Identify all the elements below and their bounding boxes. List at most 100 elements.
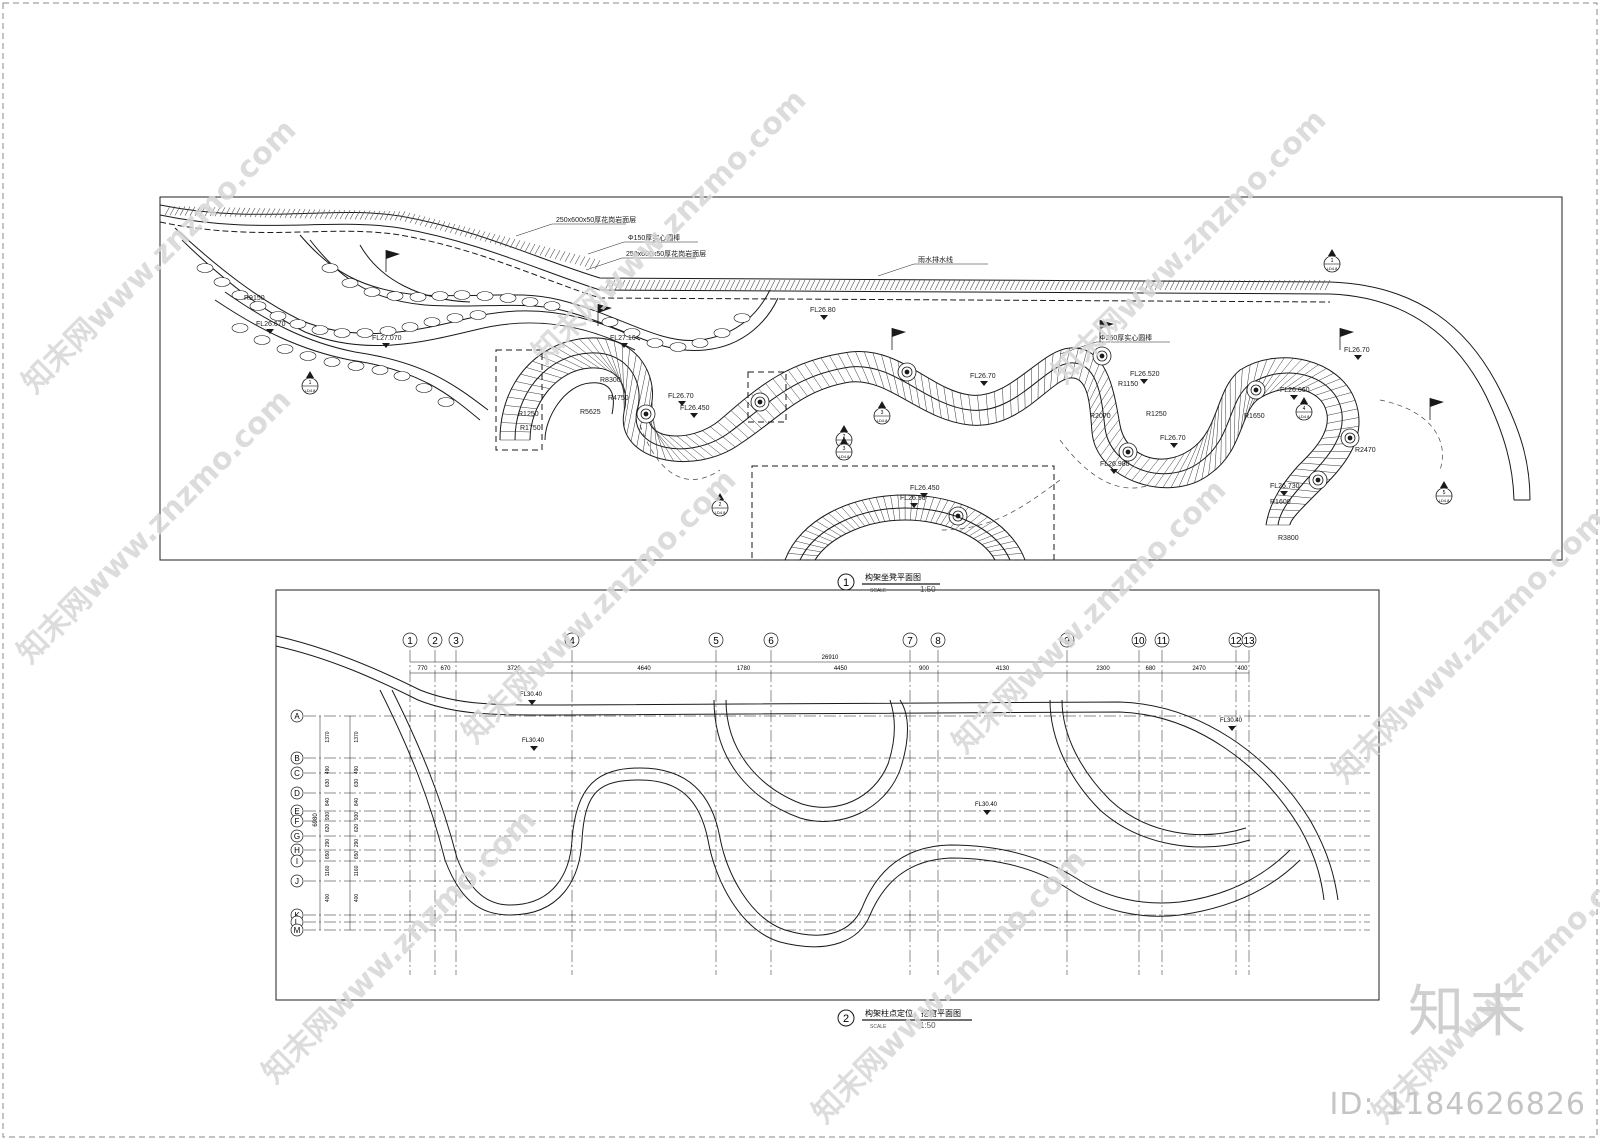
hatch-line bbox=[1105, 280, 1110, 290]
hatch-line bbox=[540, 247, 545, 256]
hatch-line bbox=[280, 209, 285, 218]
section-ref: LD4.8 bbox=[715, 510, 726, 515]
radial-line bbox=[1307, 457, 1347, 459]
row-dimension: 930 bbox=[325, 812, 331, 821]
hatch-line bbox=[945, 280, 950, 290]
hatch-line bbox=[250, 208, 255, 217]
grid-row-label: B bbox=[294, 754, 299, 763]
hatch-line bbox=[1110, 280, 1115, 290]
section-ref: LD4.8 bbox=[1299, 414, 1310, 419]
hatch-line bbox=[560, 252, 565, 261]
hatch-line bbox=[1070, 280, 1075, 290]
bench-unit bbox=[387, 292, 403, 301]
hatch-line bbox=[590, 259, 595, 268]
hatch-line bbox=[365, 211, 370, 220]
hatch-line bbox=[1075, 280, 1080, 290]
bench-unit bbox=[290, 320, 306, 329]
radius-label: R1250 bbox=[518, 411, 539, 418]
hatch-line bbox=[760, 280, 765, 290]
hatch-line bbox=[320, 210, 325, 219]
hatch-line bbox=[825, 280, 830, 290]
hatch-line bbox=[645, 280, 650, 290]
radial-line bbox=[511, 389, 544, 395]
level-label: FL26.450 bbox=[680, 405, 710, 412]
hatch-line bbox=[350, 210, 355, 219]
radius-label: R1250 bbox=[1146, 411, 1167, 418]
section-ref: LD4.8 bbox=[1327, 266, 1338, 271]
hatch-line bbox=[325, 210, 330, 219]
col-dimension: 770 bbox=[417, 666, 428, 672]
hatch-line bbox=[235, 208, 240, 217]
hatch-line bbox=[805, 280, 810, 290]
plan-note: Φ250厚实心圆棒 bbox=[1100, 333, 1152, 342]
plan-labels: 250x600x50厚花岗岩面层Φ150厚实心圆棒250x600x50厚花岗岩面… bbox=[244, 215, 1376, 542]
radial-line bbox=[1079, 351, 1087, 380]
brand-logo: 知末 bbox=[1408, 967, 1532, 1048]
level-triangle bbox=[980, 381, 988, 386]
grid-col-label: 8 bbox=[935, 636, 941, 647]
hatch-line bbox=[620, 280, 625, 290]
hatch-line bbox=[1055, 280, 1060, 290]
col-dimension: 4450 bbox=[834, 666, 848, 672]
drawing-1-title: 1 构架坐凳平面图 SCALE 1:50 bbox=[838, 572, 940, 594]
radial-line bbox=[1132, 458, 1151, 481]
walkway-radial-lines bbox=[500, 338, 1359, 560]
bench-unit bbox=[477, 292, 493, 301]
radius-label: R8300 bbox=[600, 377, 621, 384]
radial-line bbox=[838, 354, 853, 382]
bench-unit bbox=[270, 312, 286, 321]
bench-unit bbox=[402, 323, 418, 332]
hatch-line bbox=[810, 280, 815, 290]
grid-col-label: 13 bbox=[1243, 636, 1255, 647]
radial-line bbox=[1270, 509, 1300, 510]
hatch-line bbox=[785, 280, 790, 290]
plan-2-frame bbox=[276, 590, 1379, 1000]
radius-label: R1750 bbox=[520, 425, 541, 432]
column-marker bbox=[898, 363, 916, 381]
hatch-line bbox=[340, 210, 345, 219]
level-triangle bbox=[983, 810, 991, 815]
radial-line bbox=[702, 431, 728, 451]
hatch-line bbox=[1090, 280, 1095, 290]
bench-unit bbox=[348, 362, 364, 371]
hatch-line bbox=[985, 280, 990, 290]
hatch-line bbox=[1095, 280, 1100, 290]
radial-line bbox=[1221, 396, 1222, 464]
hatch-line bbox=[225, 207, 230, 216]
hatch-line bbox=[525, 243, 530, 252]
level-label: FL26.450 bbox=[910, 485, 940, 492]
bench-unit bbox=[470, 311, 486, 320]
hatch-line bbox=[890, 280, 895, 290]
hatch-line bbox=[345, 210, 350, 219]
section-number: 5 bbox=[1443, 490, 1446, 496]
leader-line bbox=[1060, 342, 1096, 354]
drawing-1-title-text: 构架坐凳平面图 bbox=[865, 572, 921, 582]
hatch-line bbox=[390, 211, 395, 220]
row-dimension: 840 bbox=[325, 798, 331, 807]
row-dimension: 630 bbox=[325, 779, 331, 788]
level-label: FL26.730 bbox=[1270, 483, 1300, 490]
drawing-2-number: 2 bbox=[843, 1013, 849, 1025]
hatch-line bbox=[680, 280, 685, 290]
column-marker bbox=[1341, 429, 1359, 447]
radial-line bbox=[1097, 420, 1119, 449]
bench-unit bbox=[277, 345, 293, 354]
hatch-line bbox=[735, 280, 740, 290]
level-triangle bbox=[530, 746, 538, 751]
leader-line bbox=[516, 224, 552, 236]
radius-label: R2470 bbox=[1355, 447, 1376, 454]
row-dimension: 630 bbox=[354, 779, 360, 788]
hatch-line bbox=[765, 280, 770, 290]
hatch-line bbox=[860, 280, 865, 290]
hatch-line bbox=[1080, 280, 1085, 290]
hatch-line bbox=[230, 208, 235, 217]
level-label: FL26.980 bbox=[1100, 461, 1130, 468]
hatch-line bbox=[1040, 280, 1045, 290]
row-dimension: 840 bbox=[354, 798, 360, 807]
plan-2-curves bbox=[276, 636, 1338, 947]
grid-row-label: I bbox=[296, 857, 298, 866]
grid-col-label: 3 bbox=[453, 636, 459, 647]
drawing-2-scale: 1:50 bbox=[920, 1021, 936, 1030]
